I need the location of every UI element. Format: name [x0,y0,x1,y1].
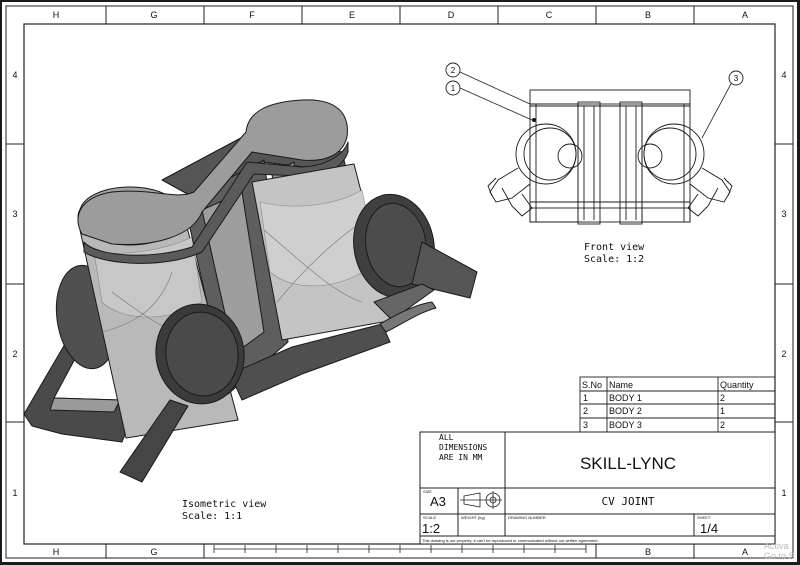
isometric-view [23,99,478,483]
bom-cell: BODY 2 [609,406,642,416]
sheet-label: SHEET [697,515,711,520]
title-block [419,431,776,545]
property-notice: This drawing is our property; it can't b… [422,538,599,543]
projection-symbol-icon [460,491,502,509]
zone-letter-top: C [546,10,553,20]
zone-letter-bottom: G [150,547,157,557]
activation-watermark: Activa Go to S [764,541,798,561]
bom-header-sno: S.No [582,380,602,390]
balloon-3-label: 3 [734,74,739,83]
isometric-view-label: Isometric view [182,499,267,510]
bom-header-name: Name [609,380,633,390]
scale-label: SCALE [423,515,436,520]
zone-letter-top: E [349,10,355,20]
zone-letter-top: H [53,10,60,20]
zone-number-left: 1 [12,488,17,498]
sheet-number: 1/4 [700,521,718,536]
balloon-3 [728,70,744,86]
sheet-size: A3 [430,494,446,509]
bom-table [579,376,776,433]
isometric-view-scale: Scale: 1:1 [182,511,242,522]
bom-cell: BODY 1 [609,393,642,403]
bom-cell: BODY 3 [609,420,642,430]
balloon-1-label: 1 [451,84,456,93]
zone-number-left: 2 [12,349,17,359]
bottom-ruler [213,545,587,553]
balloon-1 [445,80,461,96]
zone-letter-bottom: H [53,547,60,557]
bom-cell: 2 [720,393,725,403]
bom-cell: 1 [720,406,725,416]
zone-ticks [6,6,793,558]
drawing-scale: 1:2 [422,521,440,536]
front-view [487,89,733,225]
dimension-note-line: DIMENSIONS [439,443,487,452]
balloon-2-label: 2 [451,66,456,75]
balloon-2 [445,62,461,78]
weight-label: WEIGHT (kg) [461,515,486,520]
zone-number-right: 3 [781,209,786,219]
zone-letter-bottom: A [742,547,748,557]
front-view-scale: Scale: 1:2 [584,254,644,265]
drawing-number-label: DRAWING NUMBER [508,515,546,520]
bom-cell: 2 [720,420,725,430]
bom-cell: 3 [583,420,588,430]
bom-header-quantity: Quantity [720,380,754,390]
balloon-leaders [459,71,733,139]
leader-dot [532,118,536,122]
watermark-line: Activa [764,541,789,551]
zone-letter-top: B [645,10,651,20]
zone-letter-top: A [742,10,748,20]
zone-number-right: 1 [781,488,786,498]
zone-letter-top: G [150,10,157,20]
bom-cell: 2 [583,406,588,416]
drawing-title: CV JOINT [602,495,655,508]
zone-number-left: 4 [12,70,17,80]
zone-number-left: 3 [12,209,17,219]
zone-number-right: 4 [781,70,786,80]
zone-number-right: 2 [781,349,786,359]
watermark-line: Go to S [764,551,795,561]
bom-cell: 1 [583,393,588,403]
zone-letter-top: F [249,10,255,20]
dimension-note-line: ARE IN MM [439,453,483,462]
company-name: SKILL-LYNC [580,454,676,473]
size-label: SIZE [423,489,432,494]
dimension-note-line: ALL [439,433,454,442]
front-view-label: Front view [584,242,645,253]
zone-letter-bottom: B [645,547,651,557]
zone-letter-top: D [448,10,455,20]
